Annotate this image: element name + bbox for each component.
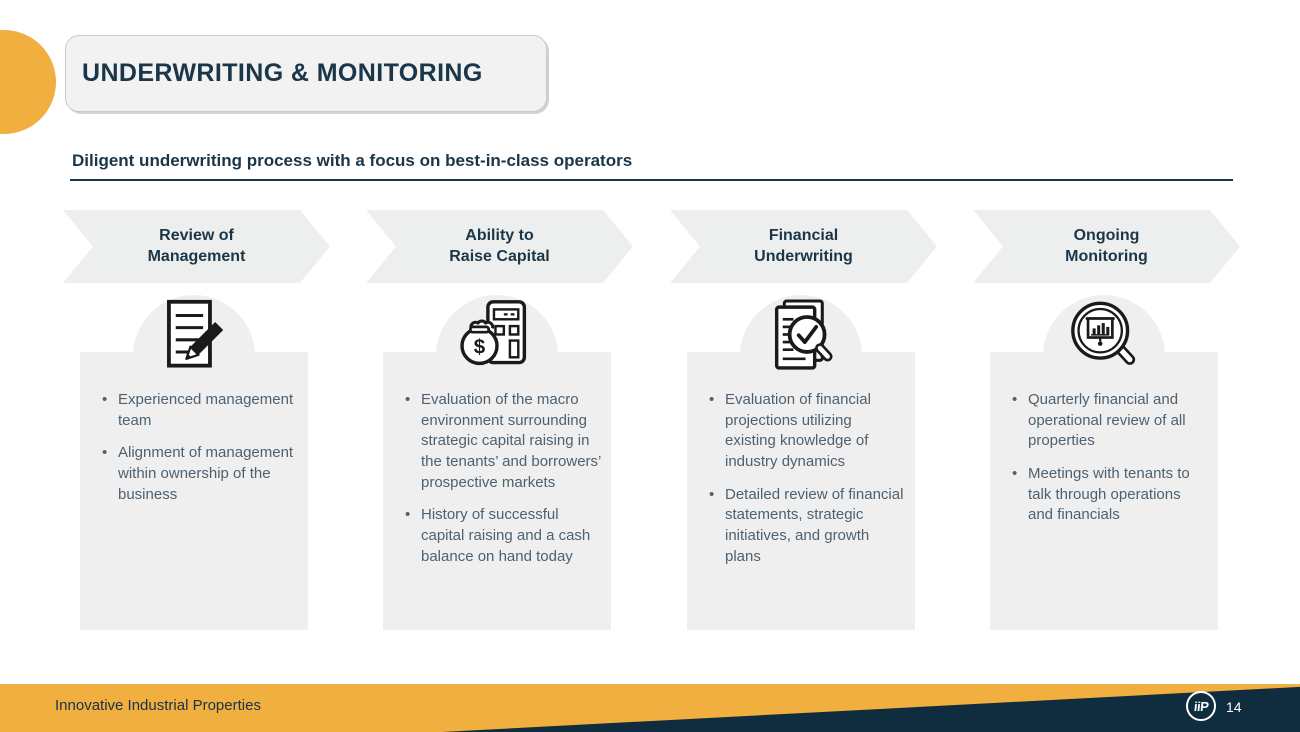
- chevron-header-line2: Raise Capital: [449, 247, 550, 265]
- bullet-item: Alignment of management within ownership…: [100, 443, 298, 505]
- bullet-item: Evaluation of the macro environment surr…: [403, 390, 601, 493]
- chevron-header-line1: Ability to: [465, 227, 534, 245]
- accent-circle: [0, 30, 56, 134]
- process-column-review-of-management: Review of Management Experienced managem…: [63, 210, 331, 662]
- process-column-ability-to-raise-capital: Ability to Raise Capital $ Evaluation of…: [366, 210, 634, 662]
- svg-text:$: $: [474, 335, 486, 358]
- chevron-header: Ability to Raise Capital: [366, 210, 633, 283]
- page-title: UNDERWRITING & MONITORING: [82, 59, 483, 87]
- bullet-item: History of successful capital raising an…: [403, 505, 601, 567]
- chart-magnifier-icon: [1066, 298, 1142, 374]
- title-banner: UNDERWRITING & MONITORING: [65, 35, 547, 112]
- chevron-header: Financial Underwriting: [670, 210, 937, 283]
- bullet-item: Quarterly financial and operational revi…: [1010, 390, 1208, 452]
- process-column-financial-underwriting: Financial Underwriting Evaluation of: [670, 210, 938, 662]
- bullet-list: Quarterly financial and operational revi…: [990, 352, 1218, 538]
- chevron-header-line1: Review of: [159, 227, 234, 245]
- chevron-header-line2: Management: [147, 247, 246, 265]
- chevron-header: Ongoing Monitoring: [973, 210, 1240, 283]
- iip-logo-text: iiP: [1193, 698, 1209, 714]
- chevron-header-line2: Monitoring: [1065, 247, 1148, 265]
- company-name: Innovative Industrial Properties: [55, 697, 261, 714]
- bullet-list: Experienced management team Alignment of…: [80, 352, 308, 517]
- process-column-ongoing-monitoring: Ongoing Monitoring Quarterl: [973, 210, 1241, 662]
- bullet-list: Evaluation of the macro environment surr…: [383, 352, 611, 580]
- subtitle-divider: [70, 179, 1233, 181]
- chevron-header-line2: Underwriting: [754, 247, 853, 265]
- bullet-item: Evaluation of financial projections util…: [707, 390, 905, 473]
- subtitle: Diligent underwriting process with a foc…: [72, 151, 633, 170]
- money-bag-calculator-icon: $: [459, 298, 535, 374]
- iip-logo: iiP: [1186, 691, 1216, 721]
- bullet-list: Evaluation of financial projections util…: [687, 352, 915, 580]
- document-check-magnifier-icon: [763, 298, 839, 374]
- bullet-item: Experienced management team: [100, 390, 298, 431]
- chevron-header-line1: Financial: [768, 227, 839, 245]
- document-pencil-icon: [156, 298, 232, 374]
- bullet-item: Detailed review of financial statements,…: [707, 485, 905, 568]
- bullet-item: Meetings with tenants to talk through op…: [1010, 464, 1208, 526]
- page-number: 14: [1226, 699, 1242, 715]
- chevron-header-line1: Ongoing: [1073, 227, 1140, 245]
- chevron-header: Review of Management: [63, 210, 330, 283]
